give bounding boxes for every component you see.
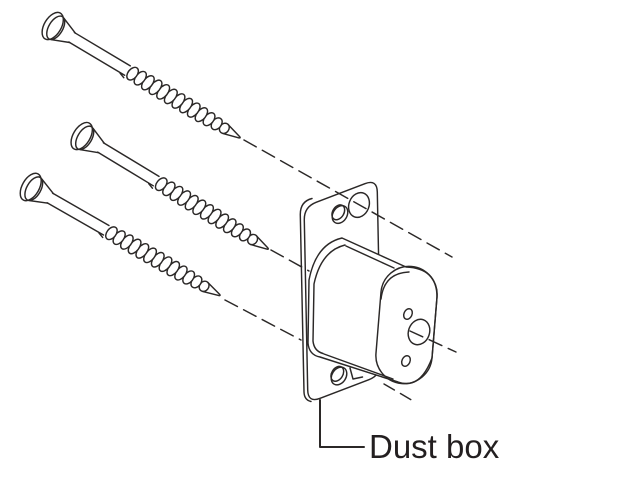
dust-box-hole-center [407,318,431,346]
diagram-art [15,8,457,448]
dust-box-hole-top [402,308,414,320]
alignment-dash-bottom-exit [383,383,416,403]
faceplate-hole-top-small [331,204,349,225]
faceplate-hole-bottom-small [330,366,348,386]
dust-box-label: Dust box [369,428,500,465]
alignment-dash-top [243,139,453,258]
faceplate-thickness-edge [299,197,313,403]
dust-box-rear-rim [380,271,410,300]
alignment-dash-bottom [224,299,302,341]
screw-bottom [15,169,229,310]
dust-box-latch-tab [349,367,364,380]
label-leader-line [319,399,365,448]
faceplate-hole-top-large [347,191,371,219]
dust-box [307,237,438,385]
dust-box-hole-bottom [400,355,412,367]
dust-box-front-rim [312,244,346,355]
screw-top [37,8,249,152]
alignment-dash-middle-exit [409,330,457,353]
alignment-dash-middle [270,249,310,272]
